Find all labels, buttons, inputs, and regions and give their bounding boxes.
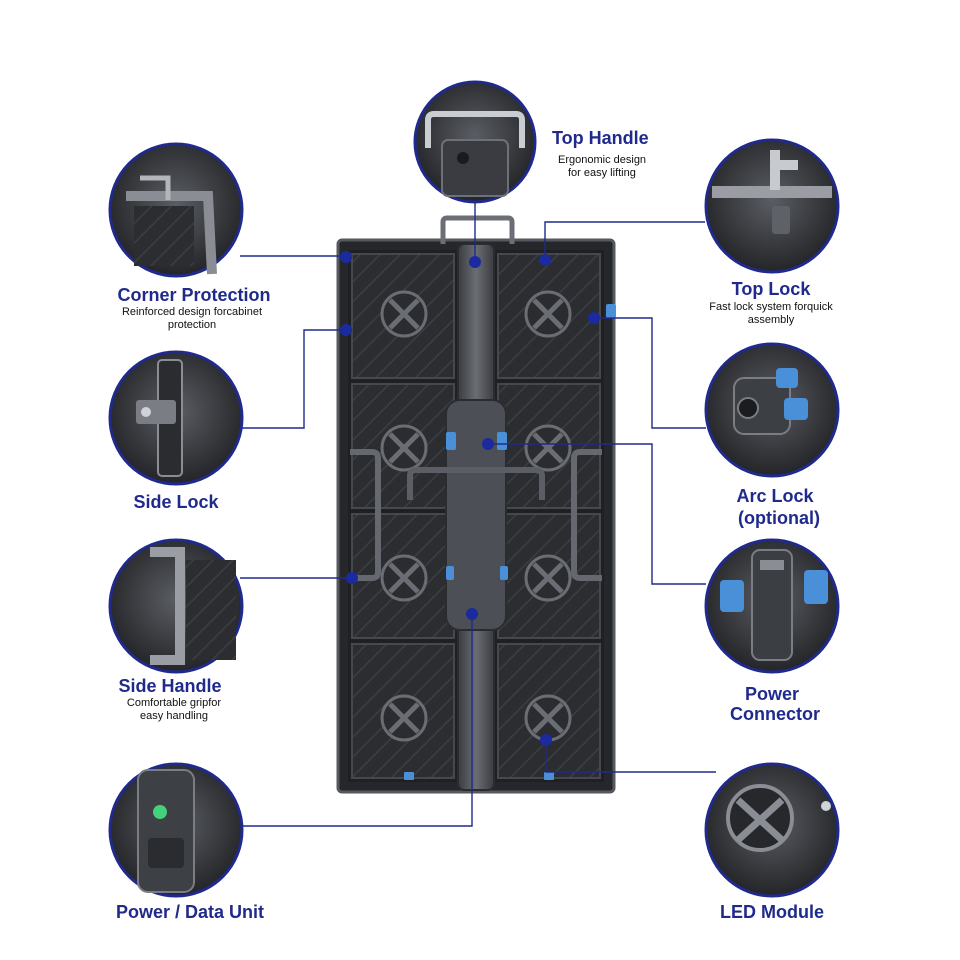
blue-latch: [500, 566, 508, 580]
corner-protection-desc-1: Reinforced design forcabinet: [121, 306, 263, 318]
spine-hub: [445, 399, 507, 631]
connector-arc-lock: [596, 317, 706, 429]
top-handle-desc-1: Ergonomic design: [558, 154, 647, 166]
dot-corner-protection: [340, 251, 352, 263]
connector-power-data-unit: [242, 614, 473, 827]
dot-power-data-unit: [466, 608, 478, 620]
side-handle-desc-1: Comfortable gripfor: [126, 697, 222, 709]
led-cabinet: [336, 215, 616, 794]
blue-latch: [544, 772, 554, 780]
module-knob: [380, 290, 428, 338]
corner-protection-title: Corner Protection: [117, 285, 271, 305]
top-lock-desc-2: assembly: [747, 314, 795, 326]
dot-led-module: [540, 734, 552, 746]
connector-power-connector: [488, 443, 706, 585]
corner-protection-closeup: [108, 142, 244, 278]
side-lock-title: Side Lock: [133, 492, 219, 512]
dot-top-lock: [539, 254, 551, 266]
dot-side-lock: [340, 324, 352, 336]
corner-protection-desc-2: protection: [167, 319, 217, 331]
module-knob: [524, 694, 572, 742]
blue-latch: [404, 772, 414, 780]
module-knob: [380, 554, 428, 602]
module-knob: [380, 694, 428, 742]
side-handle-title: Side Handle: [118, 676, 222, 696]
cabinet-side-handle-left: [350, 449, 381, 581]
arc-lock-title-line-2: (optional): [738, 508, 820, 528]
top-handle-closeup: [413, 80, 537, 204]
connector-top-lock: [544, 221, 705, 258]
blue-latch: [497, 432, 507, 450]
blue-latch: [606, 304, 616, 318]
module-knob: [524, 290, 572, 338]
power-connector-closeup: [704, 538, 840, 674]
connector-led-module: [545, 740, 716, 773]
side-handle-desc-2: easy handling: [140, 710, 208, 722]
closeup-circles: [108, 80, 840, 898]
top-handle-desc-2: for easy lifting: [568, 167, 636, 179]
dot-power-connector: [482, 438, 494, 450]
side-handle-closeup: [108, 538, 244, 674]
cabinet-side-handle-right: [571, 449, 602, 581]
top-lock-desc-1: Fast lock system forquick: [709, 301, 833, 313]
spine-crossbar: [407, 467, 545, 500]
side-lock-closeup: [108, 350, 244, 486]
power-connector-title-line-1: Power: [744, 684, 800, 704]
dot-side-handle: [346, 572, 358, 584]
top-lock-closeup: [704, 138, 840, 274]
cabinet-top-handle: [440, 215, 515, 244]
top-lock-title: Top Lock: [731, 279, 811, 299]
module-knob: [524, 424, 572, 472]
top-handle-title: Top Handle: [552, 128, 649, 148]
connector-lines: [240, 200, 716, 827]
blue-latch: [446, 566, 454, 580]
module-knob: [380, 424, 428, 472]
blue-latches: [404, 304, 616, 780]
led-module-closeup: [704, 762, 840, 898]
module-knob: [524, 554, 572, 602]
dot-top-handle: [469, 256, 481, 268]
power-connector-title-line-2: Connector: [730, 704, 820, 724]
power-data-unit-closeup: [108, 762, 244, 898]
arc-lock-title-line-1: Arc Lock: [736, 486, 814, 506]
power-data-unit-title: Power / Data Unit: [115, 902, 265, 922]
dot-arc-lock: [588, 312, 600, 324]
blue-latch: [446, 432, 456, 450]
module-knobs: [380, 290, 572, 742]
arc-lock-closeup: [704, 342, 840, 478]
led-module-title: LED Module: [720, 902, 824, 922]
connector-side-lock: [242, 329, 346, 429]
callout-dots: [340, 251, 600, 746]
